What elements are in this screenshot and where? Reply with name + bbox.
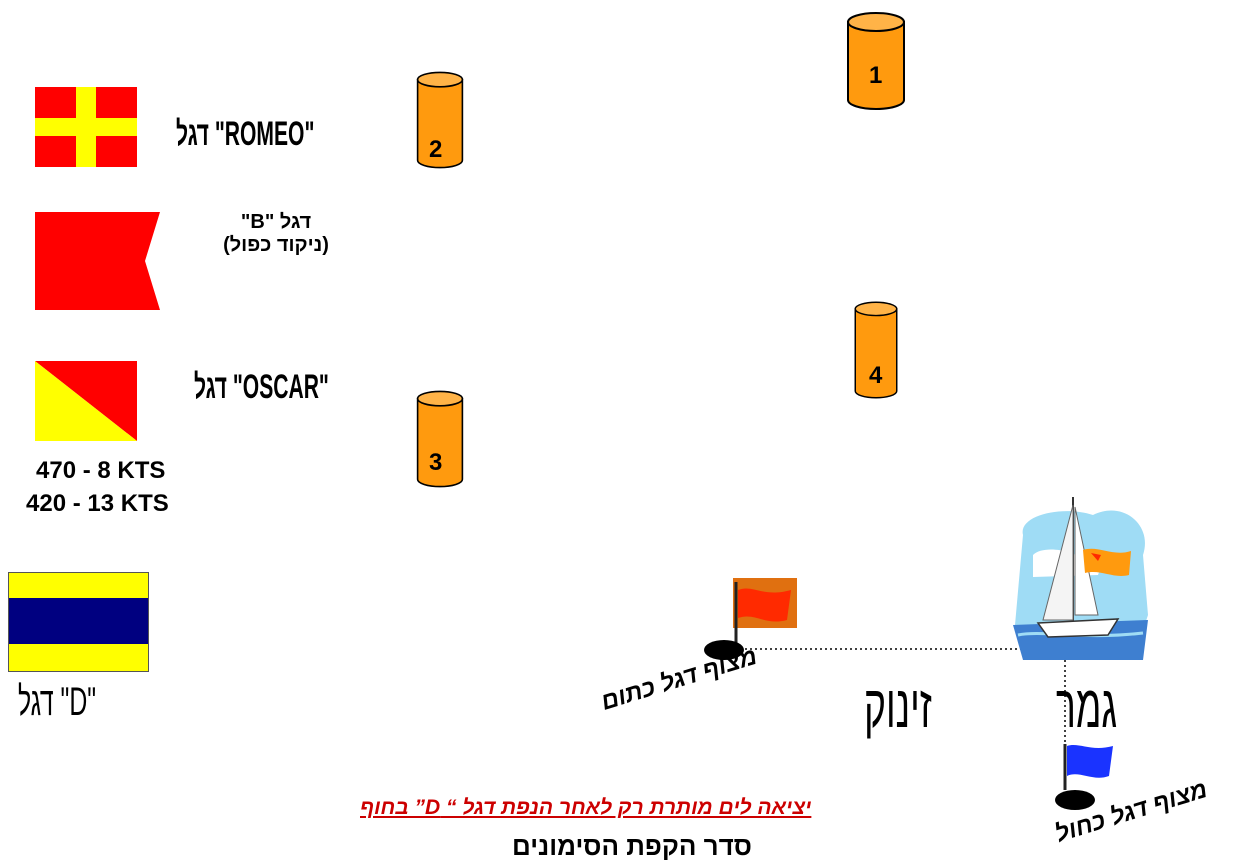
- oscar-note-line1: 470 - 8 KTS: [36, 457, 165, 485]
- b-flag: [35, 212, 160, 310]
- buoy-2: 2: [411, 70, 469, 170]
- romeo-flag: [35, 87, 137, 167]
- b-flag-label-line2: (ניקוד כפול): [216, 234, 336, 257]
- buoy-3-number: 3: [429, 449, 442, 477]
- sailboat-image: [1003, 495, 1153, 665]
- b-flag-label-line1: דגל "B": [216, 211, 336, 234]
- buoy-4-number: 4: [869, 362, 882, 390]
- romeo-flag-label: דגל "ROMEO": [176, 115, 399, 154]
- oscar-flag-label: דגל "OSCAR": [194, 368, 412, 407]
- buoy-1: 1: [847, 10, 905, 110]
- launch-note: יציאה לים מותרת רק לאחר הנפת דגל “ D” בח…: [360, 796, 811, 820]
- zinuk-label: זינוק: [864, 672, 973, 741]
- course-order-title: סדר הקפת הסימונים: [512, 831, 752, 862]
- oscar-flag: [35, 361, 137, 441]
- d-flag-label: דגל "D": [18, 680, 144, 725]
- buoy-3: 3: [411, 389, 469, 489]
- finish-label: גמר: [1056, 672, 1155, 741]
- buoy-4: 4: [847, 300, 905, 400]
- b-flag-label: דגל "B" (ניקוד כפול): [216, 211, 336, 257]
- finish-flag-icon: [1055, 742, 1115, 812]
- oscar-note-line2: 420 - 13 KTS: [26, 490, 169, 518]
- buoy-2-number: 2: [429, 136, 442, 164]
- buoy-1-number: 1: [869, 62, 882, 90]
- d-flag: [8, 572, 149, 672]
